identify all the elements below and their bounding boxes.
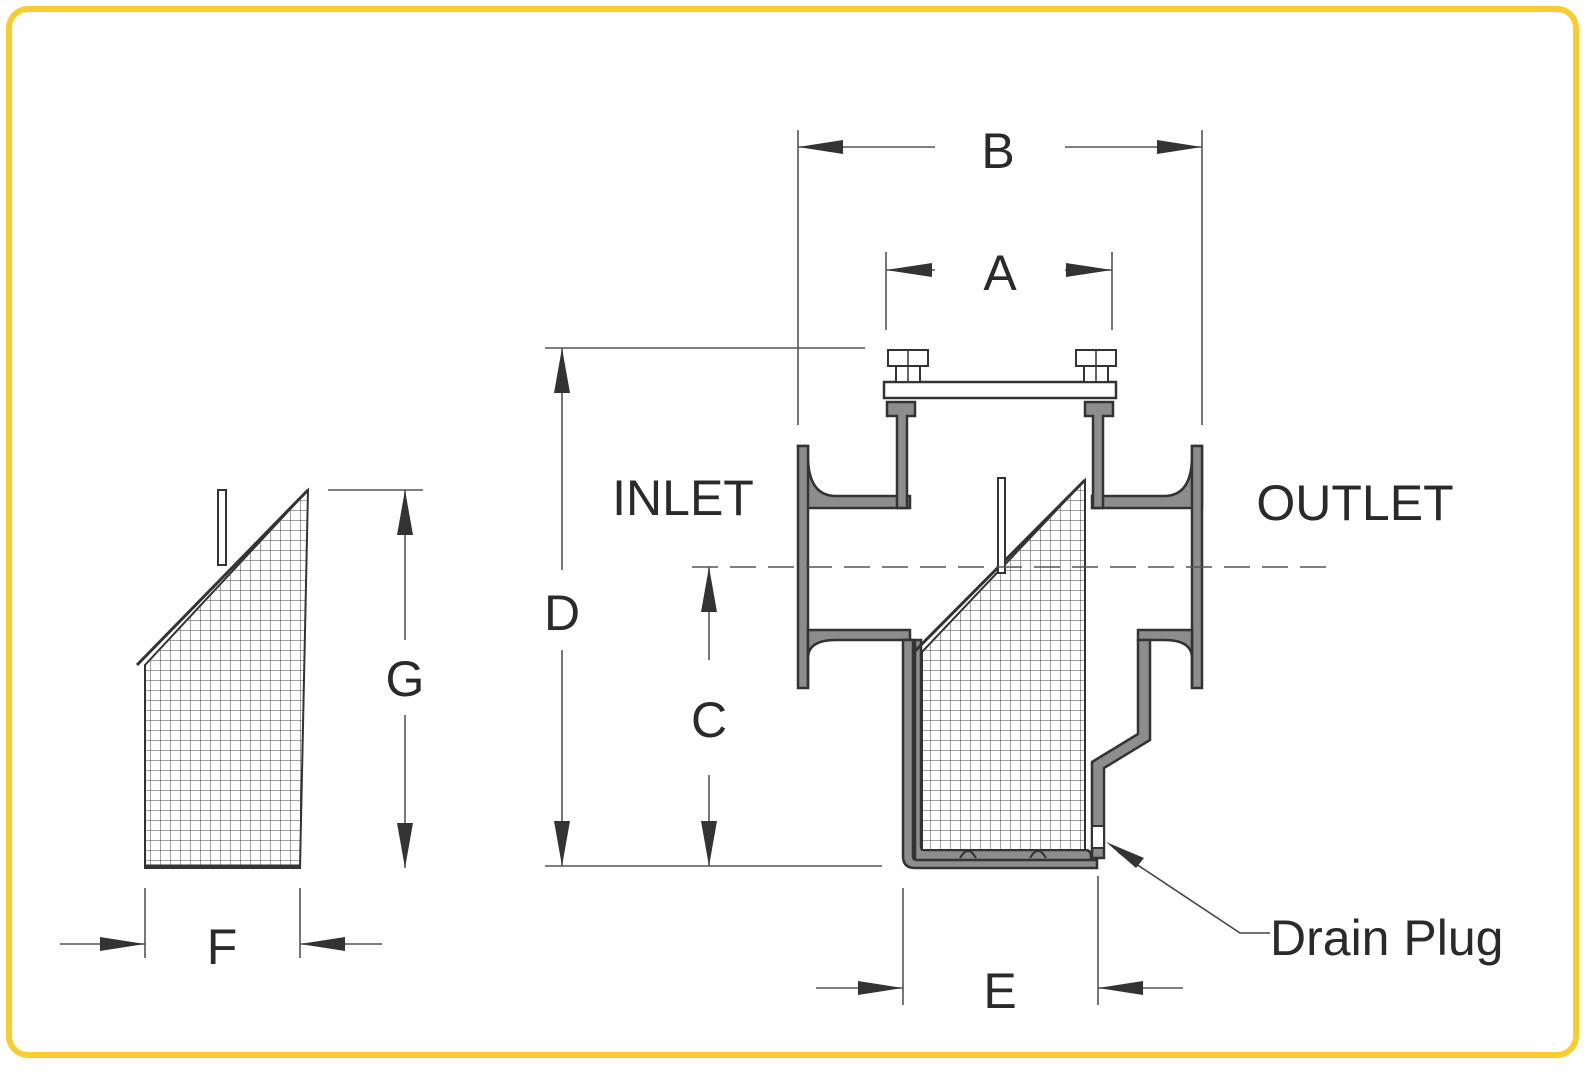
label-c: C	[691, 692, 727, 748]
label-e: E	[983, 963, 1016, 1019]
label-a: A	[983, 245, 1017, 301]
label-b: B	[981, 123, 1014, 179]
label-inlet: INLET	[612, 470, 754, 526]
dimension-a	[885, 252, 1113, 330]
dimension-f	[60, 888, 382, 958]
cover-bolt-right	[1075, 349, 1117, 383]
strainer-body	[796, 349, 1204, 870]
dimension-b	[797, 130, 1203, 425]
drain-plug	[1091, 825, 1105, 849]
dimension-e	[816, 876, 1183, 1005]
cover-bolt-left	[887, 349, 929, 383]
basket-detail	[135, 487, 310, 869]
dimension-c	[701, 567, 717, 866]
drain-plug-leader	[1106, 842, 1270, 934]
label-drain-plug: Drain Plug	[1270, 910, 1503, 966]
dimension-d	[545, 347, 882, 867]
label-outlet: OUTLET	[1256, 475, 1453, 531]
label-f: F	[207, 919, 238, 975]
label-g: G	[386, 651, 425, 707]
dimension-g	[328, 489, 423, 868]
label-d: D	[544, 585, 580, 641]
